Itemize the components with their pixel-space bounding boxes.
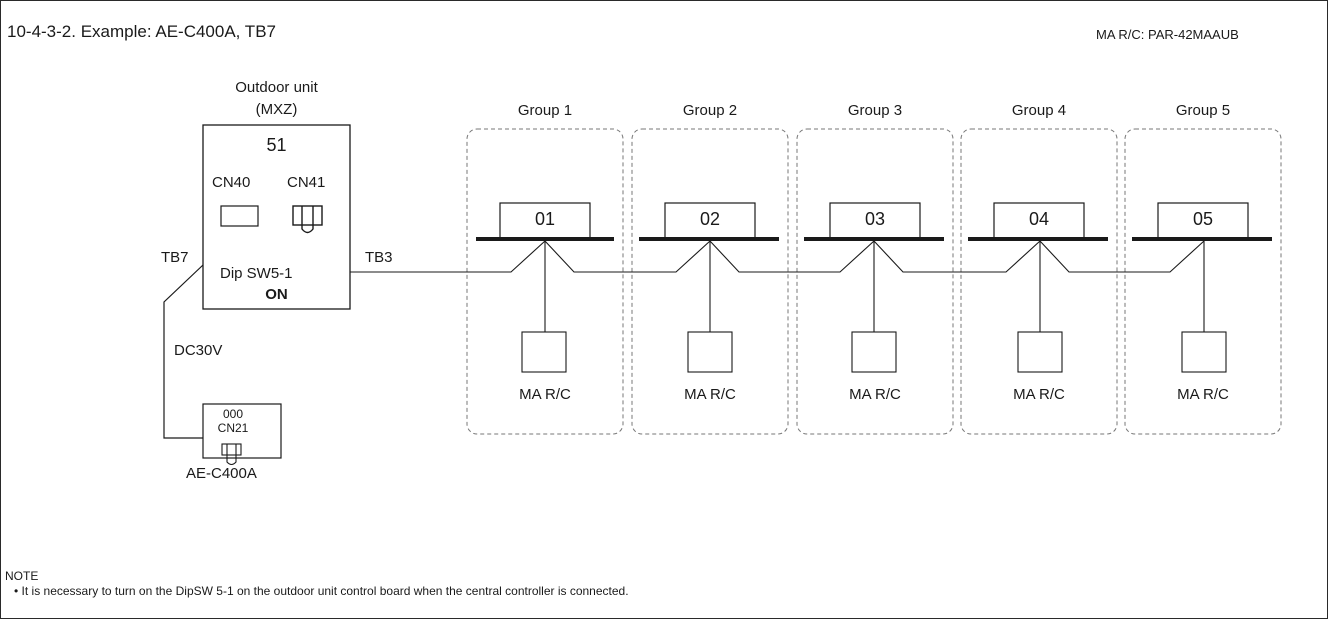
- tb3-label: TB3: [365, 249, 393, 266]
- remote-1-label: MA R/C: [519, 386, 571, 403]
- group-4-frame: [960, 128, 1118, 435]
- remote-4-label: MA R/C: [1013, 386, 1065, 403]
- indoor-unit-1: [476, 202, 614, 373]
- group-5-label: Group 5: [1175, 102, 1231, 119]
- remote-2-label: MA R/C: [684, 386, 736, 403]
- outdoor-unit-box: [202, 124, 351, 310]
- note-heading: NOTE: [5, 569, 39, 583]
- group-4-label: Group 4: [1011, 102, 1067, 119]
- note-text: • It is necessary to turn on the DipSW 5…: [14, 584, 629, 598]
- indoor-unit-1-address: 01: [534, 209, 556, 229]
- group-3-label: Group 3: [847, 102, 903, 119]
- group-2-frame: [631, 128, 789, 435]
- group-1-label: Group 1: [517, 102, 573, 119]
- indoor-unit-2: [639, 202, 779, 373]
- remote-5-label: MA R/C: [1177, 386, 1229, 403]
- outdoor-unit-label: Outdoor unit: [235, 79, 318, 96]
- controller-box: [202, 403, 282, 459]
- cn21-connector-icon: [221, 443, 242, 456]
- cn21-jumper-icon: [226, 444, 237, 466]
- tb3-transmission-line: [350, 240, 1205, 273]
- cn41-connector-icon: [292, 205, 323, 226]
- tb7-label: TB7: [161, 249, 189, 266]
- cn41-jumper-icon: [301, 206, 314, 234]
- group-3-frame: [796, 128, 954, 435]
- group-2-label: Group 2: [682, 102, 738, 119]
- dip-switch-state: ON: [265, 286, 288, 303]
- supply-voltage-label: DC30V: [174, 342, 223, 359]
- controller-name: AE-C400A: [186, 465, 257, 482]
- controller-address: 000: [222, 407, 244, 421]
- remote-model-label: MA R/C: PAR-42MAAUB: [1096, 27, 1239, 42]
- indoor-unit-3-address: 03: [864, 209, 886, 229]
- remote-3-label: MA R/C: [849, 386, 901, 403]
- cn40-label: CN40: [212, 174, 251, 191]
- outdoor-unit-address: 51: [266, 135, 287, 155]
- tb7-wire: [163, 264, 204, 439]
- dip-switch-label: Dip SW5-1: [220, 265, 293, 282]
- group-5-frame: [1124, 128, 1282, 435]
- cn41-label: CN41: [287, 174, 326, 191]
- indoor-unit-3: [804, 202, 944, 373]
- indoor-unit-2-address: 02: [699, 209, 721, 229]
- indoor-unit-4: [968, 202, 1108, 373]
- indoor-unit-5: [1132, 202, 1272, 373]
- outdoor-unit-model: (MXZ): [255, 101, 298, 118]
- group-1-frame: [466, 128, 624, 435]
- diagram-title: 10-4-3-2. Example: AE-C400A, TB7: [7, 22, 276, 41]
- cn21-label: CN21: [217, 421, 249, 435]
- cn40-connector-icon: [220, 205, 259, 227]
- indoor-unit-4-address: 04: [1028, 209, 1050, 229]
- indoor-unit-5-address: 05: [1192, 209, 1214, 229]
